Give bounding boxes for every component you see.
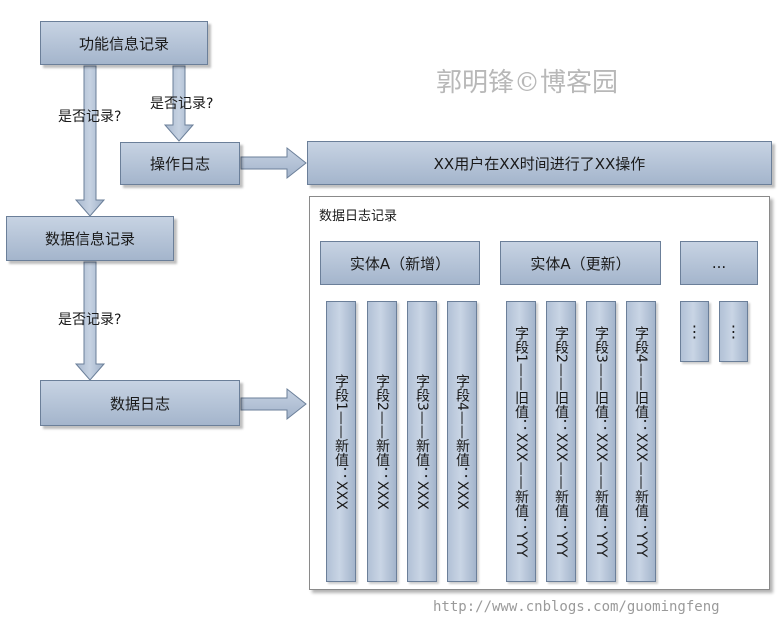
data-log-record-panel: 数据日志记录 实体A（新增） 实体A（更新） ... 字段1——新值：XXX 字… (309, 196, 770, 590)
arrow-datalog-to-panel (240, 387, 307, 421)
arrow-func-to-oplog (163, 65, 195, 142)
update-field-column: 字段1——旧值：XXX——新值：YYY (506, 301, 536, 582)
operation-desc-label: XX用户在XX时间进行了XX操作 (433, 154, 646, 173)
more-field-1: ⋮ (686, 322, 703, 341)
update-field-4: 字段4——旧值：XXX——新值：YYY (633, 325, 649, 558)
more-field-column: ⋮ (719, 301, 748, 362)
update-field-column: 字段4——旧值：XXX——新值：YYY (626, 301, 656, 582)
data-log-label: 数据日志 (109, 394, 170, 413)
watermark: 郭明锋©博客园 (436, 68, 619, 98)
operation-log-box: 操作日志 (120, 142, 240, 185)
entity-update-box: 实体A（更新） (500, 241, 661, 285)
update-field-column: 字段3——旧值：XXX——新值：YYY (586, 301, 616, 582)
add-field-column: 字段2——新值：XXX (367, 301, 397, 582)
add-field-column: 字段1——新值：XXX (326, 301, 356, 582)
add-field-3: 字段3——新值：XXX (414, 373, 430, 510)
question-label-1: 是否记录? (58, 109, 122, 125)
func-info-record-label: 功能信息记录 (78, 34, 169, 53)
add-field-column: 字段4——新值：XXX (447, 301, 477, 582)
update-field-3: 字段3——旧值：XXX——新值：YYY (593, 325, 609, 558)
entity-update-label: 实体A（更新） (530, 254, 631, 273)
more-field-2: ⋮ (725, 322, 742, 341)
update-field-column: 字段2——旧值：XXX——新值：YYY (546, 301, 576, 582)
add-field-1: 字段1——新值：XXX (333, 373, 349, 510)
more-field-column: ⋮ (680, 301, 709, 362)
question-label-3: 是否记录? (58, 312, 122, 328)
operation-log-label: 操作日志 (149, 155, 210, 173)
entity-add-box: 实体A（新增） (320, 241, 480, 285)
entity-more-label: ... (711, 254, 727, 272)
data-info-record-label: 数据信息记录 (44, 230, 135, 248)
arrow-oplog-to-desc (240, 146, 307, 180)
update-field-2: 字段2——旧值：XXX——新值：YYY (553, 325, 569, 558)
data-log-box: 数据日志 (40, 380, 240, 426)
question-label-2: 是否记录? (150, 96, 214, 112)
data-info-record-box: 数据信息记录 (6, 216, 174, 261)
arrow-func-to-data-info (74, 65, 106, 217)
add-field-4: 字段4——新值：XXX (454, 373, 470, 510)
update-field-1: 字段1——旧值：XXX——新值：YYY (513, 325, 529, 558)
entity-more-box: ... (680, 241, 758, 285)
entity-add-label: 实体A（新增） (349, 254, 451, 273)
arrow-datainfo-to-datalog (74, 261, 106, 381)
panel-title: 数据日志记录 (319, 209, 398, 224)
operation-desc-box: XX用户在XX时间进行了XX操作 (307, 141, 772, 185)
add-field-2: 字段2——新值：XXX (374, 373, 390, 510)
add-field-column: 字段3——新值：XXX (407, 301, 437, 582)
func-info-record-box: 功能信息记录 (40, 21, 208, 65)
source-url: http://www.cnblogs.com/guomingfeng (433, 599, 720, 615)
